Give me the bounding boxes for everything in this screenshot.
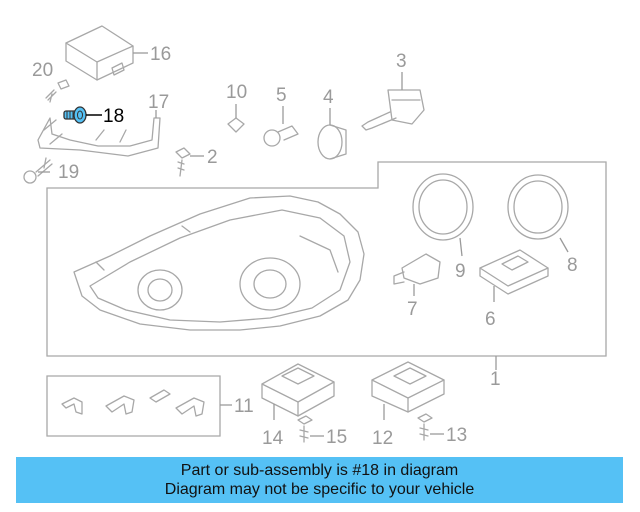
callout-14: 14	[262, 428, 284, 449]
callout-16: 16	[150, 44, 171, 65]
part-2-screw	[175, 147, 191, 177]
part-20-screw	[45, 79, 70, 103]
part-18-screw-highlighted	[63, 106, 87, 124]
part-10-clip	[227, 104, 245, 133]
part-16-control-module	[65, 25, 134, 81]
part-19-screw	[23, 157, 53, 184]
callout-9: 9	[455, 261, 466, 282]
part-5-bulb	[263, 106, 299, 147]
part-7-bulb-socket	[393, 253, 441, 296]
callout-17: 17	[148, 92, 169, 113]
part-14-ballast-module	[261, 363, 335, 420]
part-17-bracket	[37, 117, 161, 157]
callout-8: 8	[567, 255, 578, 276]
callout-11: 11	[234, 396, 254, 417]
callout-18: 18	[103, 106, 124, 127]
banner-line-1: Part or sub-assembly is #18 in diagram	[180, 462, 459, 479]
callout-6: 6	[485, 309, 496, 330]
callout-1: 1	[490, 369, 501, 390]
callout-5: 5	[276, 85, 287, 106]
callout-12: 12	[372, 428, 393, 449]
info-banner: Part or sub-assembly is #18 in diagram D…	[16, 457, 623, 503]
callout-10: 10	[226, 82, 247, 103]
headlamp-assembly	[73, 195, 365, 331]
part-3-xenon-bulb	[361, 72, 425, 131]
callout-20: 20	[32, 60, 53, 81]
callout-2: 2	[207, 147, 218, 168]
callout-15: 15	[326, 427, 347, 448]
callout-4: 4	[323, 87, 334, 108]
part-8-cap-ring	[507, 174, 569, 253]
parts-diagram: 16 20 18 17 19 10 5	[23, 25, 607, 449]
part-15-screw	[297, 415, 313, 443]
part-12-ballast-module	[371, 361, 445, 420]
part-13-screw	[417, 413, 433, 441]
part-9-cap-ring	[412, 173, 474, 257]
callout-3: 3	[396, 51, 407, 72]
callout-13: 13	[446, 425, 467, 446]
part-11-bracket-kit	[46, 375, 221, 437]
part-4-socket	[317, 108, 347, 160]
callout-7: 7	[407, 299, 418, 320]
assembly-outline	[46, 161, 607, 357]
banner-line-2: Diagram may not be specific to your vehi…	[164, 481, 475, 498]
callout-19: 19	[58, 162, 79, 183]
part-6-module	[479, 249, 549, 302]
